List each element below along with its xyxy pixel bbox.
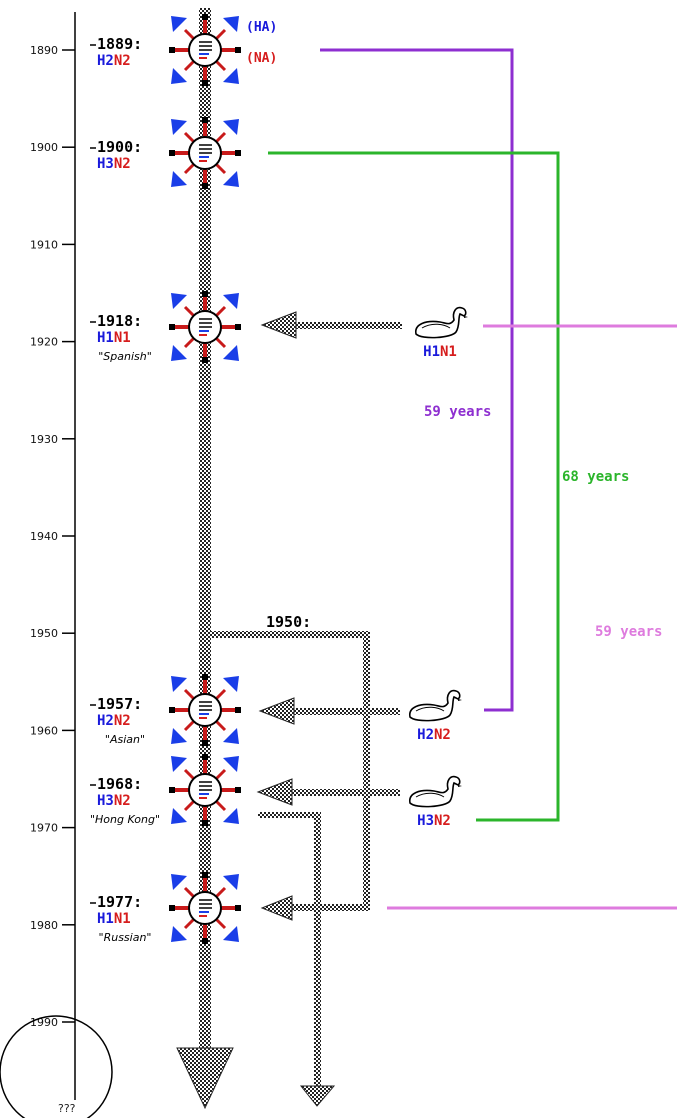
axis-tick-label: 1890 bbox=[30, 44, 58, 57]
subtype-ha: H2 bbox=[417, 727, 434, 743]
subtype-na: N2 bbox=[114, 793, 131, 809]
subtype-na: N2 bbox=[114, 156, 131, 172]
branch-1950-horizontal bbox=[205, 631, 370, 638]
subtype-ha: H3 bbox=[97, 156, 114, 172]
avian-source: H3N2 bbox=[410, 777, 462, 829]
pandemic-event: 1957:H2N2 "Asian" bbox=[90, 674, 241, 746]
branch-1968-horizontal bbox=[258, 812, 320, 818]
interval-line-1900-1968 bbox=[268, 153, 558, 820]
pandemic-subtype: H1N1 bbox=[97, 330, 131, 346]
bird-icon bbox=[410, 777, 462, 807]
pandemic-year: 1918: bbox=[97, 312, 142, 330]
virus-icon bbox=[169, 872, 241, 944]
interval-label-1889-1957: 59 years bbox=[424, 404, 491, 420]
avian-subtype: H1N1 bbox=[423, 344, 457, 360]
pandemic-nickname: "Hong Kong" bbox=[90, 813, 160, 826]
pandemic-event: 1900:H3N2 bbox=[90, 117, 241, 189]
bird-icon bbox=[410, 691, 462, 721]
pandemic-year: 1889: bbox=[97, 35, 142, 53]
subtype-na: N1 bbox=[440, 344, 457, 360]
virus-icon bbox=[169, 117, 241, 189]
pandemic-subtype: H3N2 bbox=[97, 156, 131, 172]
axis-tick-label: 1950 bbox=[30, 627, 58, 640]
axis-tick-label: 1920 bbox=[30, 336, 58, 349]
pandemic-subtype: H2N2 bbox=[97, 713, 131, 729]
avian-1918-arrow-shaft bbox=[292, 322, 402, 329]
pandemic-year: 1968: bbox=[97, 775, 142, 793]
axis-tick-label: 1960 bbox=[30, 724, 58, 737]
interval-label-1918-1977: 59 years bbox=[595, 624, 662, 640]
subtype-na: N1 bbox=[114, 330, 131, 346]
avian-source: H1N1 bbox=[416, 308, 468, 360]
axis-tick-label: 1980 bbox=[30, 919, 58, 932]
axis-tick-label: 1970 bbox=[30, 822, 58, 835]
avian-subtype: H3N2 bbox=[417, 813, 451, 829]
pandemic-subtype: H1N1 bbox=[97, 911, 131, 927]
axis-end-label: ??? bbox=[58, 1102, 76, 1115]
subtype-na: N1 bbox=[114, 911, 131, 927]
virus-icon bbox=[169, 674, 241, 746]
subtype-na: N2 bbox=[114, 713, 131, 729]
virus-icon bbox=[169, 291, 241, 363]
branch-1977-arrowhead bbox=[262, 896, 292, 920]
avian-subtype: H2N2 bbox=[417, 727, 451, 743]
subtype-na: N2 bbox=[434, 727, 451, 743]
main-trunk-arrowhead bbox=[177, 1048, 233, 1108]
pandemic-year: 1900: bbox=[97, 138, 142, 156]
axis-tick-label: 1940 bbox=[30, 530, 58, 543]
subtype-ha: H1 bbox=[97, 911, 114, 927]
subtype-ha: H1 bbox=[423, 344, 440, 360]
branch-1968-vertical bbox=[314, 812, 321, 1092]
legend-ha-label: (HA) bbox=[246, 20, 277, 35]
pandemic-subtype: H3N2 bbox=[97, 793, 131, 809]
avian-source: H2N2 bbox=[410, 691, 462, 743]
interval-label-1900-1968: 68 years bbox=[562, 469, 629, 485]
pandemic-nickname: "Asian" bbox=[105, 733, 145, 746]
pandemic-event: 1977:H1N1 "Russian" bbox=[90, 872, 241, 944]
avian-1957-arrowhead bbox=[260, 698, 294, 724]
axis-tick-label: 1930 bbox=[30, 433, 58, 446]
branch-1950-label: 1950: bbox=[266, 613, 311, 631]
axis-tick-label: 1900 bbox=[30, 141, 58, 154]
pandemic-subtype: H2N2 bbox=[97, 53, 131, 69]
subtype-na: N2 bbox=[114, 53, 131, 69]
avian-1968-arrow-shaft bbox=[290, 789, 400, 796]
subtype-ha: H1 bbox=[97, 330, 114, 346]
subtype-ha: H2 bbox=[97, 713, 114, 729]
avian-1918-arrowhead bbox=[262, 312, 296, 338]
legend-na-label: (NA) bbox=[246, 51, 277, 66]
pandemic-event: 1918:H1N1 "Spanish" bbox=[90, 291, 241, 363]
pandemic-events: 1889:H2N21900:H3N21918:H1N1"Spanish"1957… bbox=[90, 14, 241, 944]
avian-1968-arrowhead bbox=[258, 779, 292, 805]
branch-1968-arrowhead bbox=[301, 1086, 334, 1106]
interval-line-1889-1957 bbox=[320, 50, 512, 710]
virus-icon bbox=[169, 754, 241, 826]
subtype-ha: H3 bbox=[417, 813, 434, 829]
subtype-ha: H3 bbox=[97, 793, 114, 809]
subtype-ha: H2 bbox=[97, 53, 114, 69]
pandemic-event: 1968:H3N2 "Hong Kong" bbox=[90, 754, 241, 826]
subtype-na: N2 bbox=[434, 813, 451, 829]
branch-1977-shaft bbox=[290, 904, 370, 911]
bird-icon bbox=[416, 308, 468, 338]
axis-tick-label: 1910 bbox=[30, 238, 58, 251]
avian-1957-arrow-shaft bbox=[290, 708, 400, 715]
pandemic-nickname: "Russian" bbox=[99, 931, 152, 944]
virus-icon bbox=[169, 14, 241, 86]
time-axis-ticks: 1890 1900 1910 1920 1930 1940 1950 1960 1970 1980… bbox=[30, 44, 75, 1029]
pandemic-year: 1977: bbox=[97, 893, 142, 911]
branch-1950-vertical bbox=[363, 631, 370, 911]
pandemic-event: 1889:H2N2 bbox=[90, 14, 241, 86]
corner-circle-fragment bbox=[0, 1016, 112, 1118]
pandemic-year: 1957: bbox=[97, 695, 142, 713]
pandemic-nickname: "Spanish" bbox=[98, 350, 152, 363]
